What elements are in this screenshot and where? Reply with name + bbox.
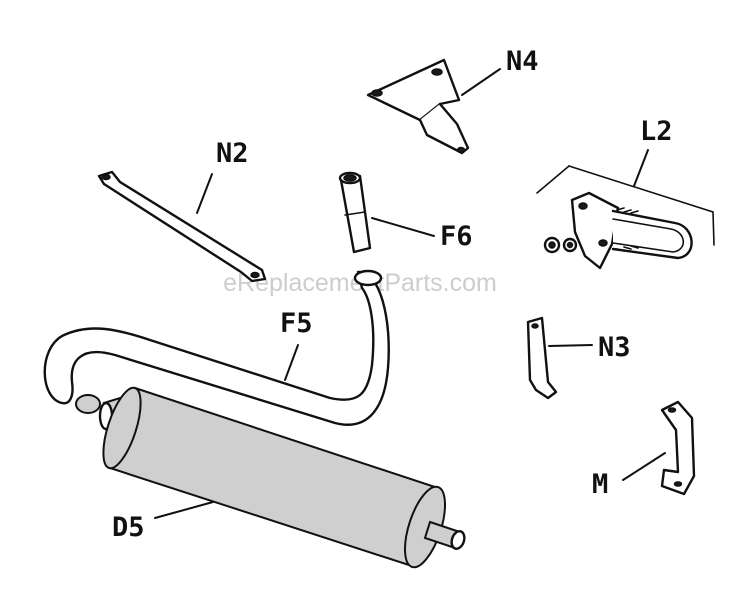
part-m-bracket (660, 400, 696, 496)
part-n2-strap (97, 170, 267, 283)
label-n2: N2 (216, 138, 249, 169)
leader-m (622, 452, 666, 481)
part-n4-bracket (366, 58, 470, 155)
leader-l2 (633, 149, 649, 187)
leader-d5 (154, 501, 214, 519)
part-n3-bracket (526, 316, 558, 400)
label-m: M (592, 469, 608, 500)
leader-n4 (461, 68, 501, 96)
label-n4: N4 (506, 46, 539, 77)
part-d5-muffler (98, 386, 466, 569)
part-l2-clamp (536, 165, 715, 270)
label-f6: F6 (440, 221, 473, 252)
leader-n2 (196, 173, 213, 214)
leader-f5 (284, 344, 299, 381)
label-f5: F5 (280, 308, 313, 339)
label-l2: L2 (640, 116, 673, 147)
part-f5-pipe (43, 269, 390, 426)
leader-f6 (371, 217, 435, 237)
leader-n3 (548, 344, 593, 347)
label-d5: D5 (112, 512, 145, 543)
label-n3: N3 (598, 332, 631, 363)
part-f6-pipe (338, 171, 372, 254)
